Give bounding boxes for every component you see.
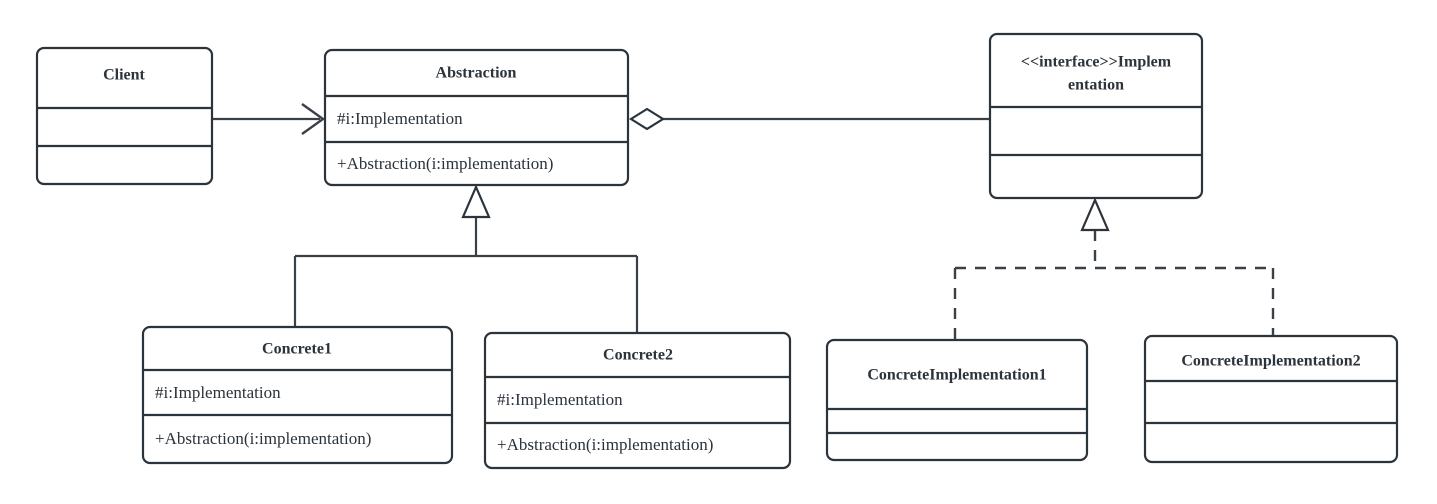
class-box-outline (483, 331, 792, 470)
class-attribute-label: #i:Implementation (497, 390, 623, 409)
class-attribute-label: #i:Implementation (337, 109, 463, 128)
class-attribute-label: #i:Implementation (155, 383, 281, 402)
hollow-diamond-icon (628, 107, 666, 131)
interface-name-label-line2: entation (1068, 77, 1124, 94)
class-box-outline (988, 32, 1204, 200)
class-name-label: Client (103, 67, 145, 84)
class-box-concrete-implementation2[interactable]: ConcreteImplementation2 (1143, 334, 1399, 464)
class-name-label: Abstraction (436, 65, 517, 82)
class-box-abstraction[interactable]: Abstraction #i:Implementation +Abstracti… (323, 48, 630, 187)
class-name-label: Concrete2 (603, 347, 673, 364)
class-box-implementation[interactable]: <<interface>>Implem entation (988, 32, 1204, 200)
open-arrow-head-icon (301, 103, 326, 135)
class-box-concrete-implementation1[interactable]: ConcreteImplementation1 (825, 338, 1089, 462)
class-name-label: ConcreteImplementation1 (867, 367, 1046, 384)
class-box-concrete2[interactable]: Concrete2 #i:Implementation +Abstraction… (483, 331, 792, 470)
class-box-outline (35, 46, 214, 186)
class-box-outline (1143, 334, 1399, 464)
class-box-outline (323, 48, 630, 187)
class-box-concrete1[interactable]: Concrete1 #i:Implementation +Abstraction… (141, 325, 454, 465)
class-name-label: Concrete1 (262, 341, 332, 358)
class-operation-label: +Abstraction(i:implementation) (155, 429, 371, 448)
edge-concretes-to-abstraction[interactable] (293, 184, 639, 333)
edge-abstraction-to-implementation[interactable] (628, 107, 990, 131)
hollow-triangle-icon (1080, 197, 1110, 232)
class-operation-label: +Abstraction(i:implementation) (497, 435, 713, 454)
hollow-triangle-icon (461, 184, 491, 219)
class-operation-label: +Abstraction(i:implementation) (337, 154, 553, 173)
edge-client-to-abstraction[interactable] (212, 103, 326, 135)
edge-concrete-impls-to-implementation[interactable] (953, 197, 1275, 340)
class-box-outline (141, 325, 454, 465)
class-name-label: ConcreteImplementation2 (1181, 353, 1360, 370)
class-box-client[interactable]: Client (35, 46, 214, 186)
class-box-outline (825, 338, 1089, 462)
interface-name-label-line1: <<interface>>Implem (1021, 54, 1172, 71)
